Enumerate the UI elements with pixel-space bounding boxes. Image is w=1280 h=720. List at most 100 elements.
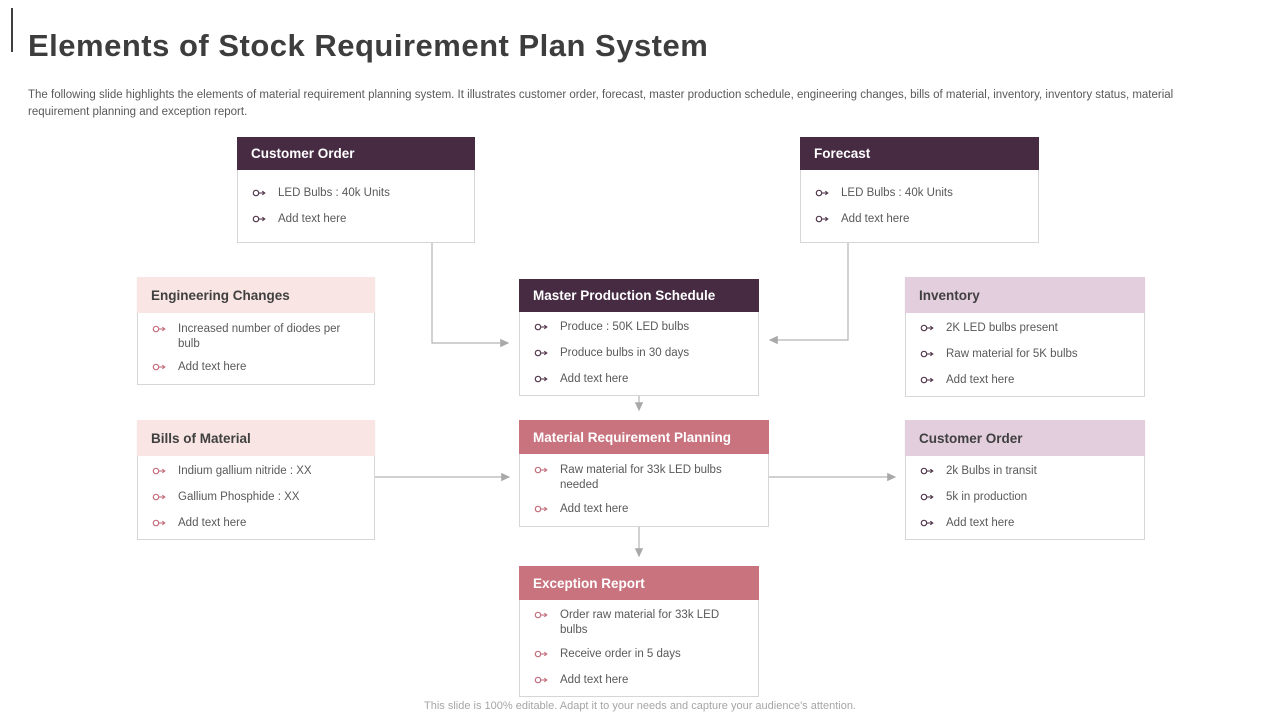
box-master-production-schedule: Master Production Schedule Produce : 50K… [519,279,759,396]
item-text: Raw material for 33k LED bulbs needed [560,464,722,492]
connector-customer-order-to-mps [431,243,510,348]
box-header: Customer Order [905,420,1145,456]
box-title: Customer Order [919,430,1023,446]
box-header: Exception Report [519,566,759,600]
bullet-arrow-icon [534,322,549,337]
box-title: Material Requirement Planning [533,429,732,445]
item-text: Add text here [278,212,347,225]
list-item: Add text here [152,516,364,533]
box-customer-order-right: Customer Order 2k Bulbs in transit 5k in … [905,420,1145,540]
item-text: Add text here [946,516,1015,529]
box-title: Inventory [919,287,980,303]
item-text: LED Bulbs : 40k Units [278,186,390,199]
box-header: Forecast [800,137,1039,170]
box-items: Indium gallium nitride : XX Gallium Phosp… [137,456,375,540]
box-title: Customer Order [251,146,355,161]
bullet-arrow-icon [815,214,830,229]
list-item: Add text here [534,372,748,389]
bullet-arrow-icon [920,323,935,338]
list-item: Raw material for 5K bulbs [920,347,1134,364]
item-text: 5k in production [946,490,1028,503]
box-header: Material Requirement Planning [519,420,769,454]
list-item: Add text here [534,502,758,519]
item-text: Add text here [560,372,629,385]
list-item: Raw material for 33k LED bulbs needed [534,463,758,493]
box-header: Bills of Material [137,420,375,456]
list-item: Increased number of diodes per bulb [152,322,364,352]
list-item: Gallium Phosphide : XX [152,490,364,507]
list-item: Order raw material for 33k LED bulbs [534,608,748,638]
bullet-arrow-icon [152,324,167,339]
list-item: Add text here [920,373,1134,390]
item-text: 2K LED bulbs present [946,322,1058,334]
page-title: Elements of Stock Requirement Plan Syste… [28,28,709,63]
box-header: Engineering Changes [137,277,375,313]
list-item: Add text here [815,212,1028,229]
list-item: Produce bulbs in 30 days [534,346,748,363]
item-text: Raw material for 5K bulbs [946,347,1078,360]
list-item: Indium gallium nitride : XX [152,464,364,481]
box-header: Customer Order [237,137,475,170]
list-item: LED Bulbs : 40k Units [815,186,1028,203]
item-text: Add text here [560,502,629,515]
item-text: 2k Bulbs in transit [946,465,1037,477]
bullet-arrow-icon [152,362,167,377]
list-item: Receive order in 5 days [534,647,748,664]
bullet-arrow-icon [534,374,549,389]
item-text: Produce bulbs in 30 days [560,346,690,359]
item-text: Indium gallium nitride : XX [178,465,312,477]
list-item: 2K LED bulbs present [920,321,1134,338]
box-title: Engineering Changes [151,287,290,303]
box-title: Forecast [814,146,871,161]
bullet-arrow-icon [252,214,267,229]
list-item: LED Bulbs : 40k Units [252,186,464,203]
item-text: Add text here [841,212,910,225]
item-text: Increased number of diodes per bulb [178,322,341,350]
box-material-requirement-planning: Material Requirement Planning Raw materi… [519,420,769,527]
item-text: Add text here [178,361,247,374]
box-header: Master Production Schedule [519,279,759,312]
slide-subtitle: The following slide highlights the eleme… [28,89,1174,118]
bullet-arrow-icon [920,349,935,364]
bullet-arrow-icon [920,492,935,507]
bullet-arrow-icon [534,504,549,519]
bullet-arrow-icon [152,466,167,481]
item-text: Add text here [560,673,629,686]
box-title: Master Production Schedule [533,288,716,303]
list-item: Add text here [152,360,364,377]
box-bills-of-material: Bills of Material Indium gallium nitride… [137,420,375,540]
bullet-arrow-icon [534,649,549,664]
slide-footer-note: This slide is 100% editable. Adapt it to… [424,700,856,712]
item-text: Produce : 50K LED bulbs [560,321,690,333]
list-item: Add text here [920,516,1134,533]
list-item: Add text here [252,212,464,229]
list-item: Add text here [534,673,748,690]
bullet-arrow-icon [534,610,549,625]
connector-forecast-to-mps [768,243,849,345]
item-text: Order raw material for 33k LED bulbs [560,609,720,636]
box-header: Inventory [905,277,1145,313]
item-text: Add text here [178,516,247,529]
bullet-arrow-icon [815,188,830,203]
bullet-arrow-icon [534,675,549,690]
bullet-arrow-icon [152,518,167,533]
box-title: Exception Report [533,575,645,591]
bullet-arrow-icon [920,466,935,481]
bullet-arrow-icon [920,375,935,390]
list-item: 5k in production [920,490,1134,507]
item-text: LED Bulbs : 40k Units [841,186,953,199]
item-text: Add text here [946,373,1015,386]
item-text: Receive order in 5 days [560,647,681,660]
list-item: 2k Bulbs in transit [920,464,1134,481]
accent-bar [11,8,13,52]
box-title: Bills of Material [151,430,251,446]
